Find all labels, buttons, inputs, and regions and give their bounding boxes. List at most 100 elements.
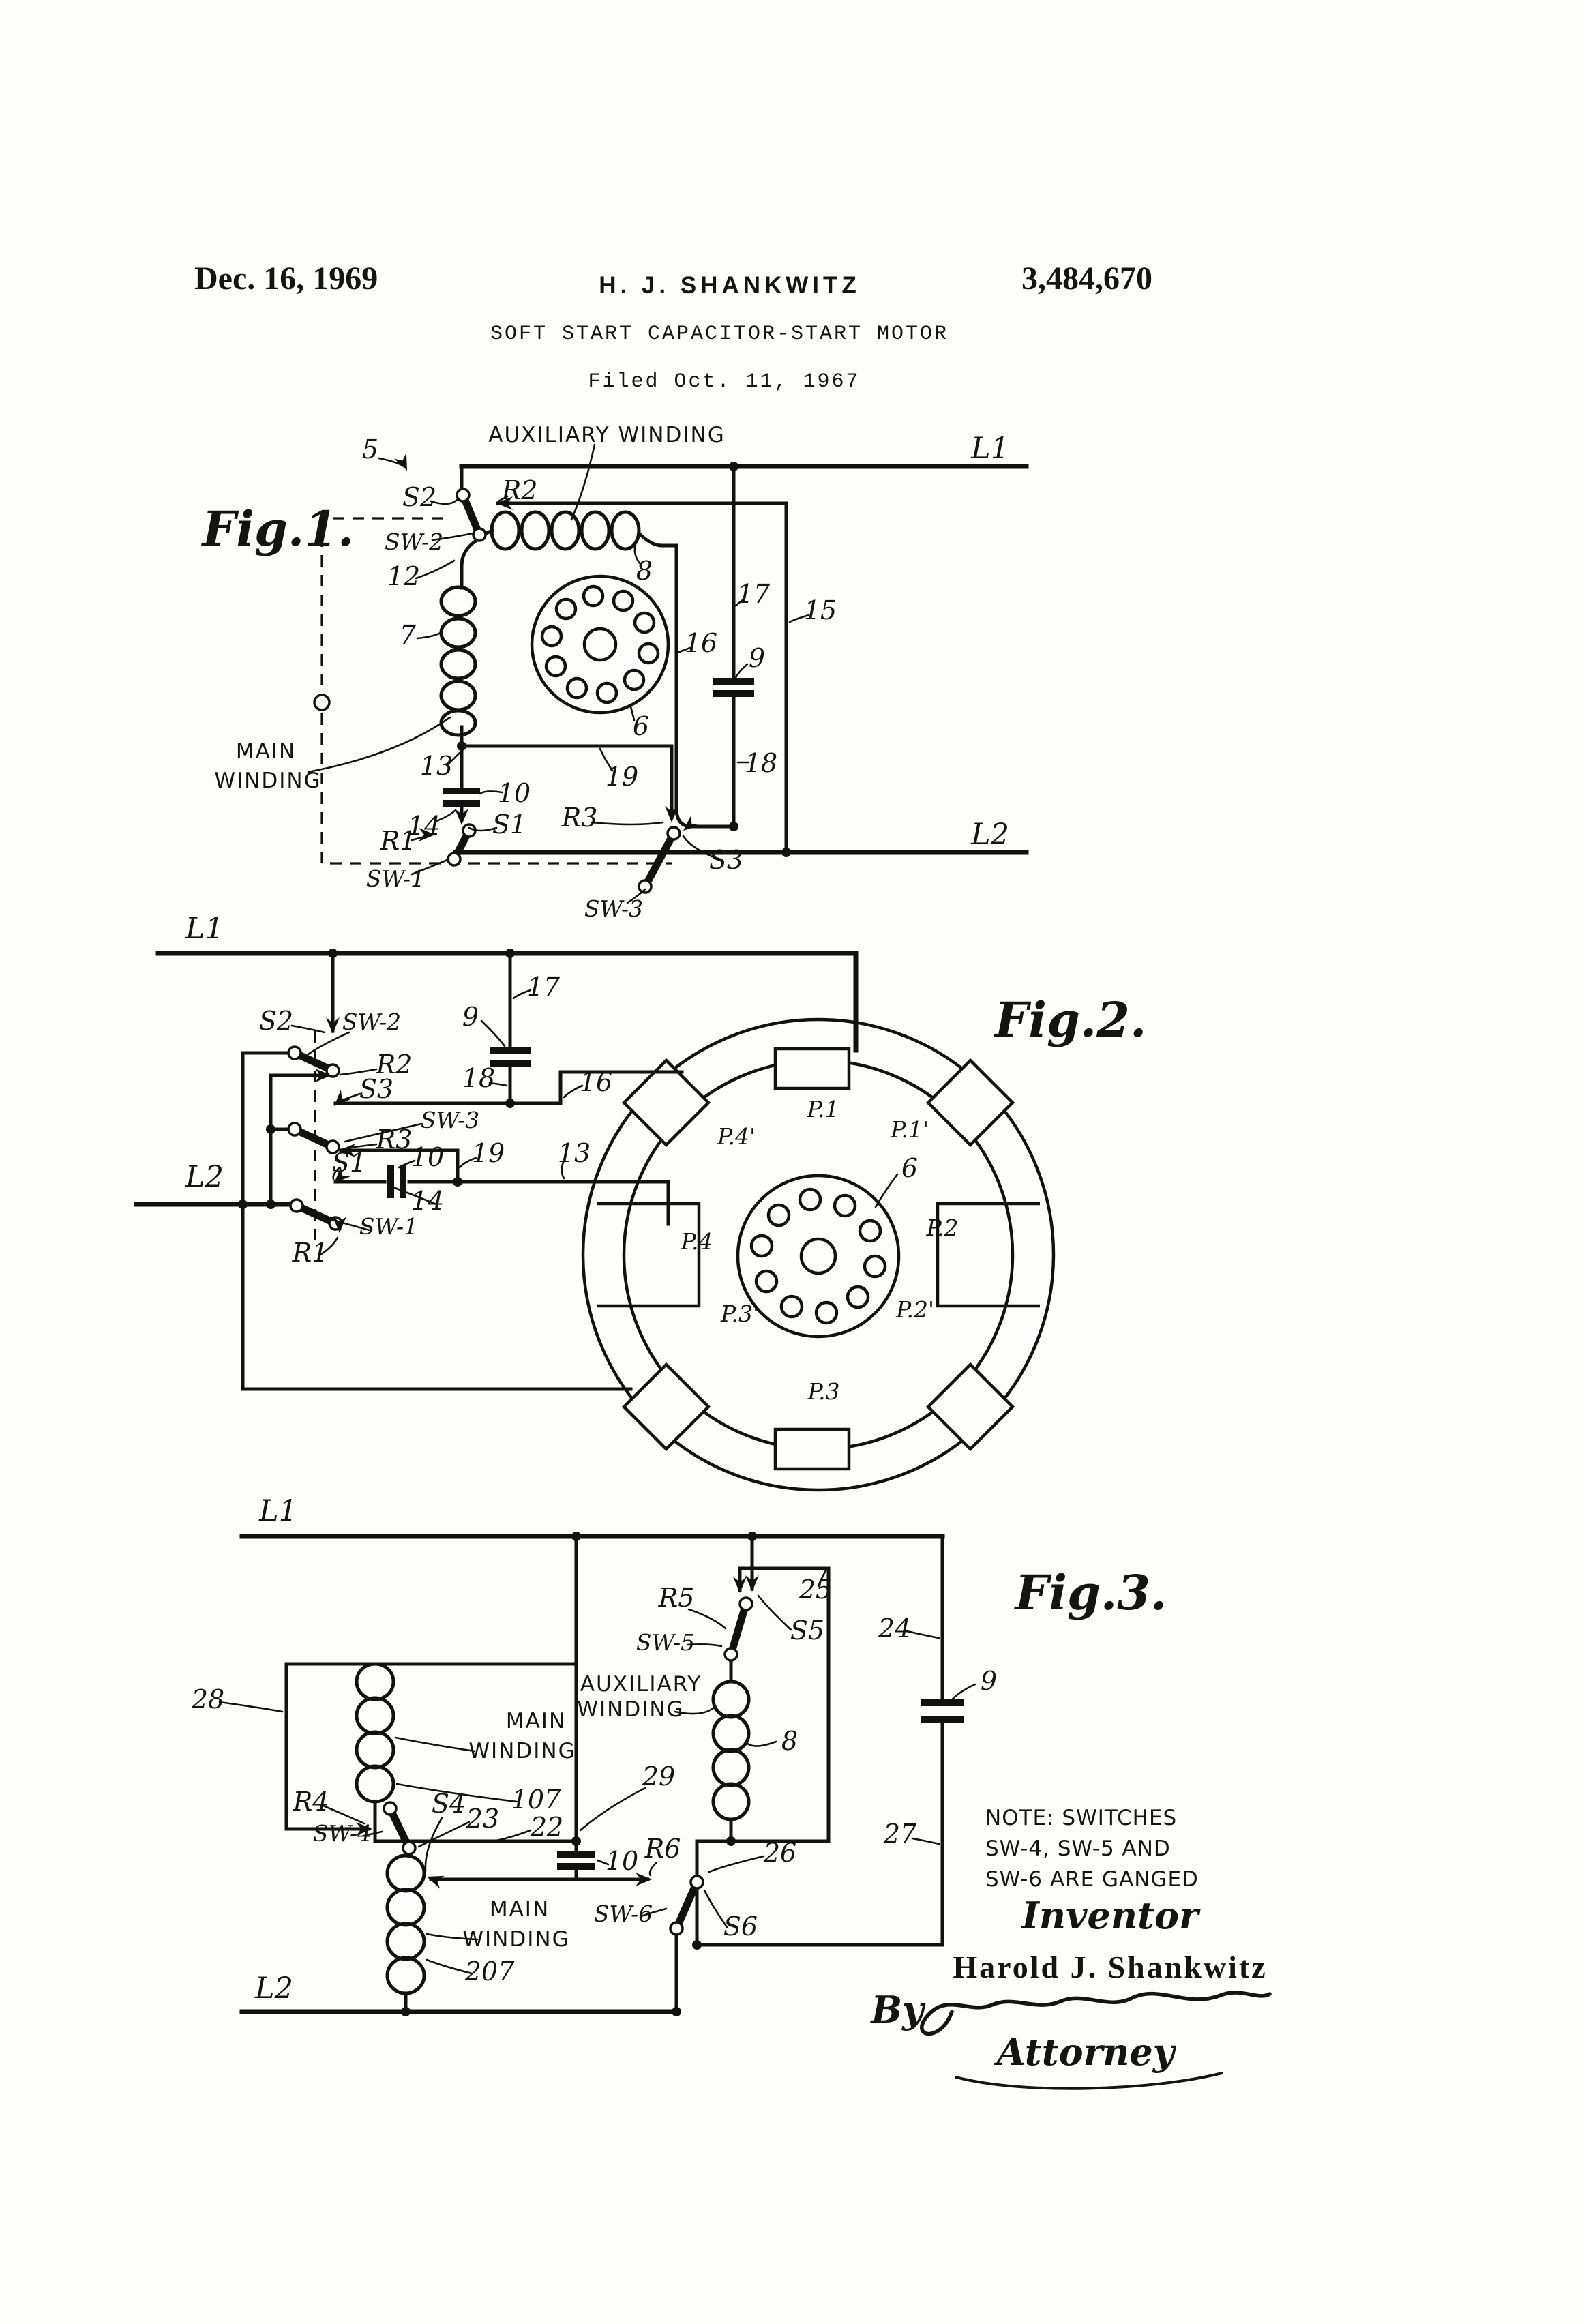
switch-blade — [727, 1600, 750, 1658]
patent-number: 3,484,670 — [1021, 260, 1152, 297]
leader — [218, 1701, 284, 1713]
leader — [745, 1740, 777, 1747]
junction-dot — [747, 1532, 757, 1541]
fig2-label-r3: R3 — [376, 1124, 413, 1154]
rotor-bar — [779, 1294, 804, 1319]
contact-arrow-r2 — [496, 496, 513, 510]
fig2-line-l1 — [155, 951, 859, 1053]
leader — [949, 1683, 976, 1703]
leader — [394, 1736, 476, 1753]
switch-blade — [672, 1878, 701, 1933]
leader — [491, 1829, 532, 1843]
fig1-label-sw1: SW-1 — [366, 865, 425, 892]
fig3-switch-sw5 — [723, 1596, 753, 1662]
rotor-bar — [633, 611, 656, 634]
leader — [734, 663, 749, 681]
coil-loop — [385, 1888, 426, 1927]
fig1-capacitor-9 — [713, 678, 754, 697]
leader — [874, 1173, 899, 1208]
leader — [426, 1933, 479, 1941]
fig3-wire-25 — [738, 1566, 831, 1843]
signature-flourish — [955, 2072, 1223, 2090]
junction-dot — [729, 462, 738, 471]
fig2-switch-sw3 — [287, 1122, 340, 1154]
patent-title: SOFT START CAPACITOR-START MOTOR — [490, 323, 949, 346]
fig3-label-22: 22 — [530, 1812, 563, 1842]
switch-tip — [383, 1801, 398, 1816]
fig2-label-p4p: P.4' — [717, 1123, 756, 1150]
fig1-label-8: 8 — [636, 556, 653, 586]
note-line-2: SW-4, SW-5 AND — [985, 1836, 1171, 1861]
fig1-wire-15 — [496, 501, 788, 854]
signature-block: Inventor Harold J. Shankwitz By Attorney — [869, 1894, 1272, 2090]
fig3-label-25: 25 — [799, 1575, 832, 1605]
fig1-label-6: 6 — [633, 711, 649, 741]
pole-p4-prime — [621, 1058, 711, 1148]
junction-dot — [266, 1200, 275, 1209]
leader — [417, 1821, 471, 1848]
fig2-label-p2p: P.2' — [895, 1296, 934, 1323]
contact-arrow-s4 — [427, 1875, 445, 1889]
fig3-label-107: 107 — [511, 1785, 561, 1815]
leader — [626, 888, 646, 904]
fig1-wire-12 — [460, 536, 482, 590]
leader — [398, 1159, 416, 1169]
inventor-name-header: H. J. SHANKWITZ — [599, 272, 861, 299]
fig3-label-r6: R6 — [644, 1834, 681, 1864]
fig1-label-12: 12 — [387, 561, 420, 591]
patent-date: Dec. 16, 1969 — [194, 260, 378, 297]
leader — [687, 1608, 727, 1630]
junction-dot — [401, 2007, 411, 2016]
rotor-bar — [637, 642, 660, 665]
switch-pivot — [287, 1122, 302, 1137]
fig1-label-13: 13 — [420, 751, 453, 781]
switch-pivot — [669, 1921, 684, 1936]
rotor-bar — [749, 1234, 774, 1258]
fig3-note: NOTE: SWITCHES SW-4, SW-5 AND SW-6 ARE G… — [985, 1806, 1198, 1892]
fig2-wire-16 — [333, 1070, 684, 1105]
coil-loop — [385, 1922, 426, 1961]
fig1-label-16: 16 — [685, 628, 717, 658]
rotor-bar — [798, 1187, 822, 1212]
leader — [335, 1092, 361, 1104]
fig2-wire-13 — [407, 1180, 670, 1226]
coil-loop — [610, 510, 641, 551]
fig3-label-207: 207 — [464, 1956, 515, 1986]
fig2-label-sw1: SW-1 — [359, 1213, 418, 1240]
fig1-stator-housing-dashed — [320, 517, 672, 865]
fig1-label-s1: S1 — [492, 809, 526, 839]
filed-date: Filed Oct. 11, 1967 — [588, 370, 860, 393]
fig3-label-winding-upper: WINDING — [468, 1739, 576, 1763]
fig3-label-sw5: SW-5 — [636, 1629, 695, 1656]
rotor-bar — [814, 1300, 839, 1325]
leader — [411, 858, 450, 876]
fig3-label-r4: R4 — [293, 1787, 329, 1817]
coil-loop — [711, 1714, 751, 1753]
fig1-label-19: 19 — [606, 762, 638, 792]
junction-dot — [672, 2007, 681, 2016]
junction-dot — [726, 1836, 736, 1846]
contact-arrow-r2 — [315, 1069, 331, 1082]
fig1-label-r1: R1 — [380, 826, 417, 856]
pole-p1-prime — [925, 1058, 1015, 1148]
switch-tip — [462, 823, 477, 838]
rotor-bar — [540, 625, 563, 648]
fig3-label-sw4: SW-4 — [313, 1820, 372, 1847]
leader — [415, 559, 456, 580]
leader — [648, 1862, 657, 1877]
fig2-label-p1: P.1 — [806, 1096, 839, 1122]
rotor-bar — [612, 589, 635, 612]
contact-arrow-r5 — [733, 1577, 747, 1593]
fig2-label-9: 9 — [462, 1002, 479, 1032]
fig3-wire-27 — [695, 1720, 944, 1947]
inventor-heading: Inventor — [1021, 1894, 1201, 1937]
coil-loop — [711, 1748, 751, 1787]
by-label: By — [869, 1988, 926, 2031]
pole-p3-prime — [621, 1362, 711, 1452]
fig1-label-17: 17 — [737, 579, 771, 609]
fig2-switch-sw2 — [287, 1045, 340, 1078]
coil-loop — [355, 1662, 395, 1701]
fig2-label-l1: L1 — [185, 912, 224, 946]
leader — [678, 646, 691, 653]
